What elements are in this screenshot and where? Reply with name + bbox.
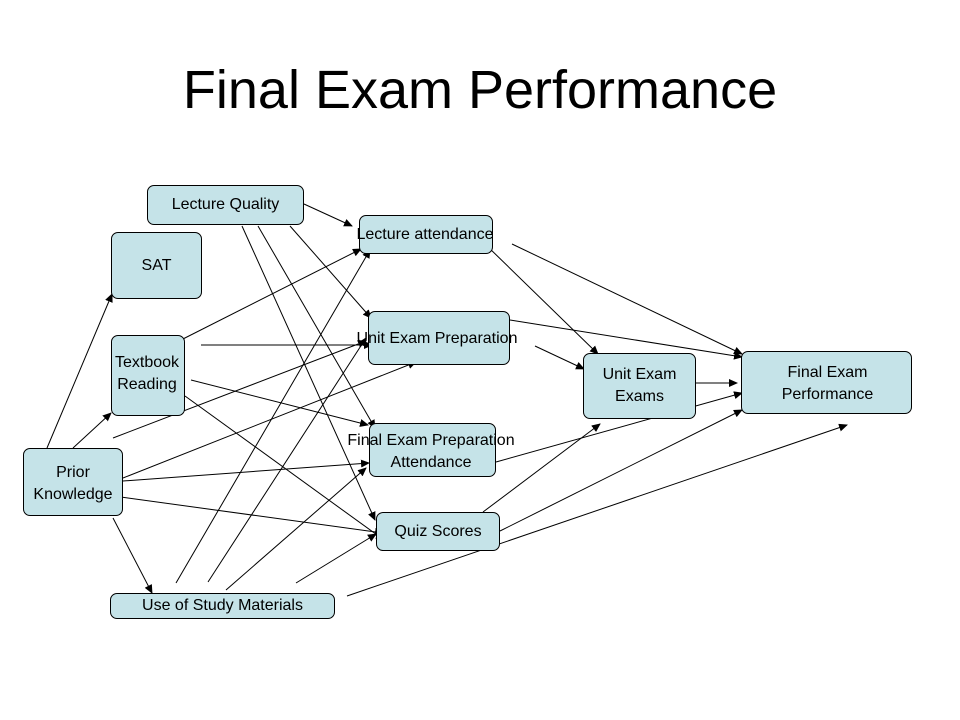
edge-use-of-study-materials-to-unit-exam-preparation-arrow: [207, 337, 367, 583]
edge-lecture-quality-to-quiz-scores-arrow: [241, 225, 376, 521]
unit-exam-preparation-label: Unit Exam Preparation: [356, 330, 518, 347]
edge-use-of-study-materials-to-final-exam-performance-arrow: [346, 423, 848, 597]
edge-quiz-scores-to-unit-exam-exams-arrow: [482, 423, 601, 513]
unit-exam-exams-label: Unit Exam Exams: [602, 366, 677, 405]
edge-unit-exam-preparation-to-unit-exam-exams-arrow: [534, 345, 585, 370]
edge-lecture-quality-to-lecture-attendance-arrow: [303, 203, 353, 227]
edge-prior-knowledge-to-unit-exam-preparation-arrow: [122, 361, 417, 479]
quiz-scores-node: [376, 512, 500, 551]
sat-node: [111, 232, 202, 299]
use-of-study-materials-node: [110, 593, 335, 619]
edge-lecture-attendance-to-unit-exam-exams-arrow: [484, 243, 599, 355]
edge-prior-knowledge-to-sat-arrow: [46, 293, 113, 449]
edge-unit-exam-preparation-to-final-exam-performance-arrow: [509, 319, 743, 360]
use-of-study-materials-label: Use of Study Materials: [142, 597, 303, 614]
edge-lecture-quality-to-final-exam-preparation-attendance-arrow: [257, 225, 376, 429]
edge-prior-knowledge-to-textbook-reading-arrow: [72, 412, 112, 449]
edge-use-of-study-materials-to-lecture-attendance-arrow: [175, 249, 371, 584]
edge-prior-knowledge-upper-arrow: [112, 340, 367, 439]
lecture-quality-node: [147, 185, 304, 225]
sat-label: SAT: [141, 257, 172, 274]
quiz-scores-label: Quiz Scores: [394, 523, 482, 540]
edge-prior-knowledge-to-use-of-study-materials-arrow: [112, 517, 153, 594]
edge-textbook-reading-to-lecture-attendance-arrow: [176, 248, 362, 343]
edge-textbook-reading-to-quiz-scores-arrow: [184, 395, 385, 541]
final-exam-preparation-attendance-node: [369, 423, 496, 477]
unit-exam-exams-node: [583, 353, 696, 419]
lecture-attendance-label: Lecture attendance: [356, 226, 494, 243]
prior-knowledge-label: Prior Knowledge: [33, 464, 113, 503]
textbook-reading-label: Textbook Reading: [114, 354, 180, 393]
prior-knowledge-node: [23, 448, 123, 516]
edge-prior-knowledge-to-quiz-scores-arrow: [105, 494, 384, 536]
lecture-attendance-node: [359, 215, 493, 254]
final-exam-performance-label: Final Exam Performance: [781, 364, 874, 403]
edge-lecture-attendance-to-final-exam-performance-arrow: [511, 243, 743, 355]
edge-textbook-reading-to-final-exam-preparation-attendance-arrow: [190, 379, 369, 427]
edge-lecture-quality-to-unit-exam-preparation-arrow: [289, 225, 372, 319]
page-title: Final Exam Performance: [182, 60, 778, 120]
edge-use-of-study-materials-to-quiz-scores-arrow: [295, 533, 377, 584]
edge-quiz-scores-to-final-exam-performance-arrow: [499, 409, 743, 532]
edge-final-exam-preparation-attendance-to-final-exam-performance-arrow: [495, 391, 743, 463]
edge-use-of-study-materials-to-final-exam-preparation-attendance-arrow: [225, 467, 367, 591]
edge-prior-knowledge-to-final-exam-preparation-attendance-arrow: [122, 459, 370, 482]
final-exam-preparation-attendance-label: Final Exam Preparation Attendance: [347, 432, 515, 471]
unit-exam-preparation-node: [368, 311, 510, 365]
lecture-quality-label: Lecture Quality: [171, 196, 280, 213]
final-exam-performance-node: [741, 351, 912, 414]
textbook-reading-node: [111, 335, 185, 416]
